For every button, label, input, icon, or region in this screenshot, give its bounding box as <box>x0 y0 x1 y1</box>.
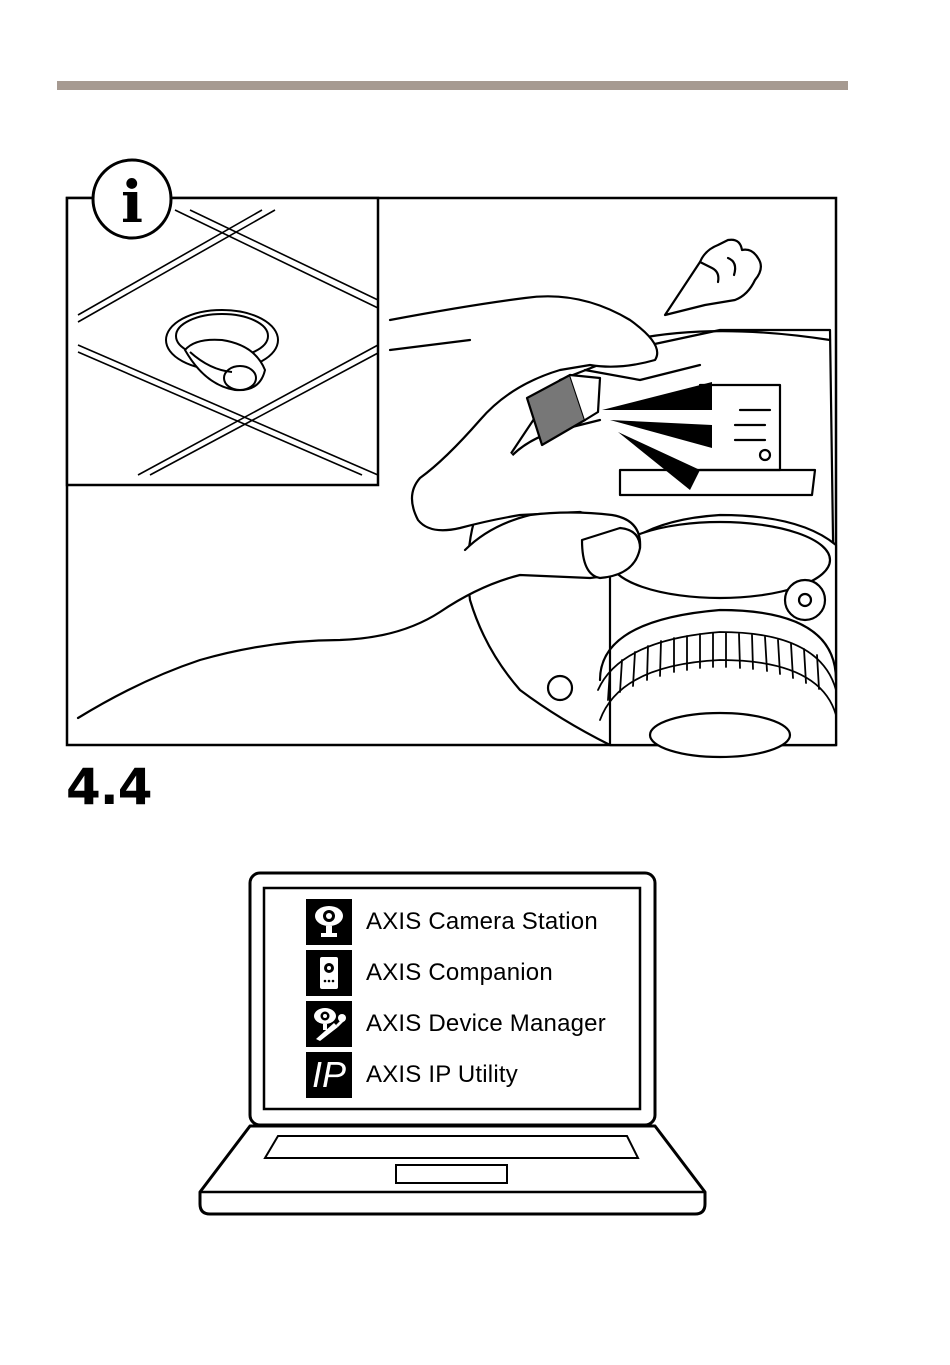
laptop-base <box>200 1126 705 1214</box>
app-label: AXIS Companion <box>366 959 553 987</box>
app-label: AXIS Camera Station <box>366 908 598 936</box>
app-item-ip-utility[interactable]: IP AXIS IP Utility <box>306 1052 518 1098</box>
device-manager-icon <box>306 1001 352 1047</box>
app-label: AXIS Device Manager <box>366 1010 606 1038</box>
installation-illustration: i <box>0 0 950 760</box>
app-item-companion[interactable]: AXIS Companion <box>306 950 553 996</box>
ip-utility-glyph: IP <box>306 1052 352 1098</box>
companion-icon <box>306 950 352 996</box>
camera-station-icon <box>306 899 352 945</box>
laptop-trackpad <box>396 1165 507 1183</box>
laptop-keyboard <box>265 1136 638 1158</box>
ceiling-inset <box>67 198 378 485</box>
info-icon: i <box>121 168 143 236</box>
app-label: AXIS IP Utility <box>366 1061 518 1089</box>
info-badge: i <box>93 160 171 238</box>
app-item-device-manager[interactable]: AXIS Device Manager <box>306 1001 606 1047</box>
ip-utility-icon: IP <box>306 1052 352 1098</box>
section-number: 4.4 <box>66 762 152 812</box>
app-item-camera-station[interactable]: AXIS Camera Station <box>306 899 598 945</box>
